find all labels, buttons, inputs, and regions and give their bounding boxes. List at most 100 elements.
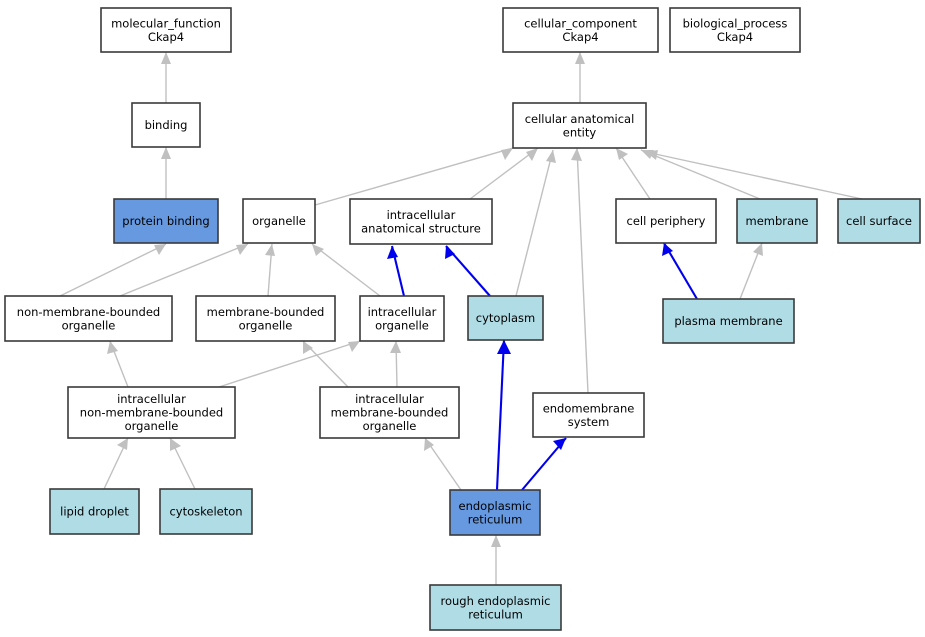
node-lipid_droplet[interactable]: lipid droplet (49, 488, 140, 535)
arrow-head-icon (646, 150, 658, 160)
edge-line (218, 340, 361, 388)
arrow-head-icon (312, 244, 324, 256)
arrow-head-icon (526, 148, 538, 161)
node-cell_surface[interactable]: cell surface (837, 198, 921, 244)
node-organelle[interactable]: organelle (242, 198, 316, 244)
edge-membrane_bounded_organelle-to-organelle (265, 243, 275, 297)
edge-line (515, 149, 554, 297)
node-box[interactable] (100, 7, 232, 53)
node-box[interactable] (242, 198, 316, 244)
node-box[interactable] (736, 198, 818, 244)
edge-line (495, 339, 506, 491)
edge-line (640, 149, 761, 200)
edge-cell_surface-to-cellular_anatomical_entity (645, 150, 863, 200)
node-cytoplasm[interactable]: cytoplasm (467, 295, 544, 341)
arrow-head-icon (571, 148, 582, 161)
node-protein_binding[interactable]: protein binding (113, 198, 219, 244)
node-box[interactable] (467, 295, 544, 341)
node-box[interactable] (532, 392, 645, 438)
node-box[interactable] (349, 198, 493, 245)
edge-line (469, 147, 539, 200)
node-cell_periphery[interactable]: cell periphery (615, 198, 717, 244)
node-box[interactable] (159, 488, 253, 535)
node-box[interactable] (429, 584, 562, 631)
edge-rough_endoplasmic_reticulum-to-endoplasmic_reticulum (491, 535, 501, 585)
node-cytoskeleton[interactable]: cytoskeleton (159, 488, 253, 535)
edge-intracellular_organelle-to-organelle (311, 243, 381, 297)
node-box[interactable] (662, 298, 795, 344)
edge-plasma_membrane-to-cell_periphery (662, 242, 698, 300)
edge-intracellular_membrane_bounded_organelle-to-membrane_bounded_organelle (302, 340, 349, 388)
edge-endoplasmic_reticulum-to-intracellular_membrane_bounded_organelle (424, 437, 462, 491)
edge-plasma_membrane-to-membrane (739, 242, 763, 300)
edge-intracellular_organelle-to-intracellular_anatomical_structure (387, 245, 406, 297)
edge-intracellular_anatomical_structure-to-cellular_anatomical_entity (469, 147, 539, 200)
edge-cellular_anatomical_entity-to-cellular_component (575, 52, 585, 103)
arrow-head-icon (497, 340, 511, 354)
edge-intracellular_membrane_bounded_organelle-to-intracellular_organelle (390, 340, 401, 388)
arrow-head-icon (491, 535, 501, 547)
node-membrane[interactable]: membrane (736, 198, 818, 244)
node-box[interactable] (449, 489, 541, 536)
edge-lipid_droplet-to-intracellular_non_membrane_bounded_organelle (103, 437, 129, 490)
arrow-head-icon (445, 246, 455, 259)
node-box[interactable] (359, 295, 445, 342)
edge-endoplasmic_reticulum-to-endomembrane_system (521, 437, 567, 491)
node-box[interactable] (4, 295, 173, 342)
arrow-head-icon (265, 244, 275, 256)
node-box[interactable] (512, 102, 647, 149)
arrow-head-icon (575, 52, 585, 64)
node-box[interactable] (67, 386, 236, 439)
edge-non_membrane_bounded_organelle-to-organelle (119, 243, 249, 297)
node-box[interactable] (669, 7, 801, 53)
arrow-head-icon (154, 244, 166, 255)
edge-line (311, 243, 381, 297)
node-box[interactable] (113, 198, 219, 244)
node-box[interactable] (502, 7, 659, 53)
node-box[interactable] (615, 198, 717, 244)
edges-layer (59, 52, 863, 585)
arrow-head-icon (616, 148, 628, 160)
edge-line (576, 147, 589, 394)
edge-protein_binding-to-binding (161, 147, 171, 199)
node-binding[interactable]: binding (131, 102, 201, 148)
arrow-head-icon (753, 243, 763, 256)
edge-cytoskeleton-to-intracellular_non_membrane_bounded_organelle (169, 437, 196, 490)
edge-cell_periphery-to-cellular_anatomical_entity (615, 147, 651, 200)
arrow-head-icon (387, 246, 398, 259)
node-box[interactable] (131, 102, 201, 148)
node-box[interactable] (49, 488, 140, 535)
arrow-head-icon (348, 341, 360, 352)
edge-non_membrane_bounded_organelle-to-protein_binding (59, 243, 167, 297)
edge-intracellular_non_membrane_bounded_organelle-to-non_membrane_bounded_organelle (107, 340, 129, 388)
edge-endomembrane_system-to-cellular_anatomical_entity (571, 147, 589, 394)
node-plasma_membrane[interactable]: plasma membrane (662, 298, 795, 344)
arrow-head-icon (161, 52, 171, 64)
node-box[interactable] (195, 295, 336, 342)
node-box[interactable] (837, 198, 921, 244)
node-box[interactable] (319, 386, 460, 439)
edge-binding-to-molecular_function (161, 52, 171, 103)
arrow-head-icon (424, 438, 434, 451)
arrow-head-icon (662, 243, 673, 256)
edge-membrane-to-cellular_anatomical_entity (640, 149, 761, 200)
edge-intracellular_non_membrane_bounded_organelle-to-intracellular_organelle (218, 340, 361, 388)
arrow-head-icon (161, 147, 171, 159)
arrow-head-icon (553, 438, 566, 450)
